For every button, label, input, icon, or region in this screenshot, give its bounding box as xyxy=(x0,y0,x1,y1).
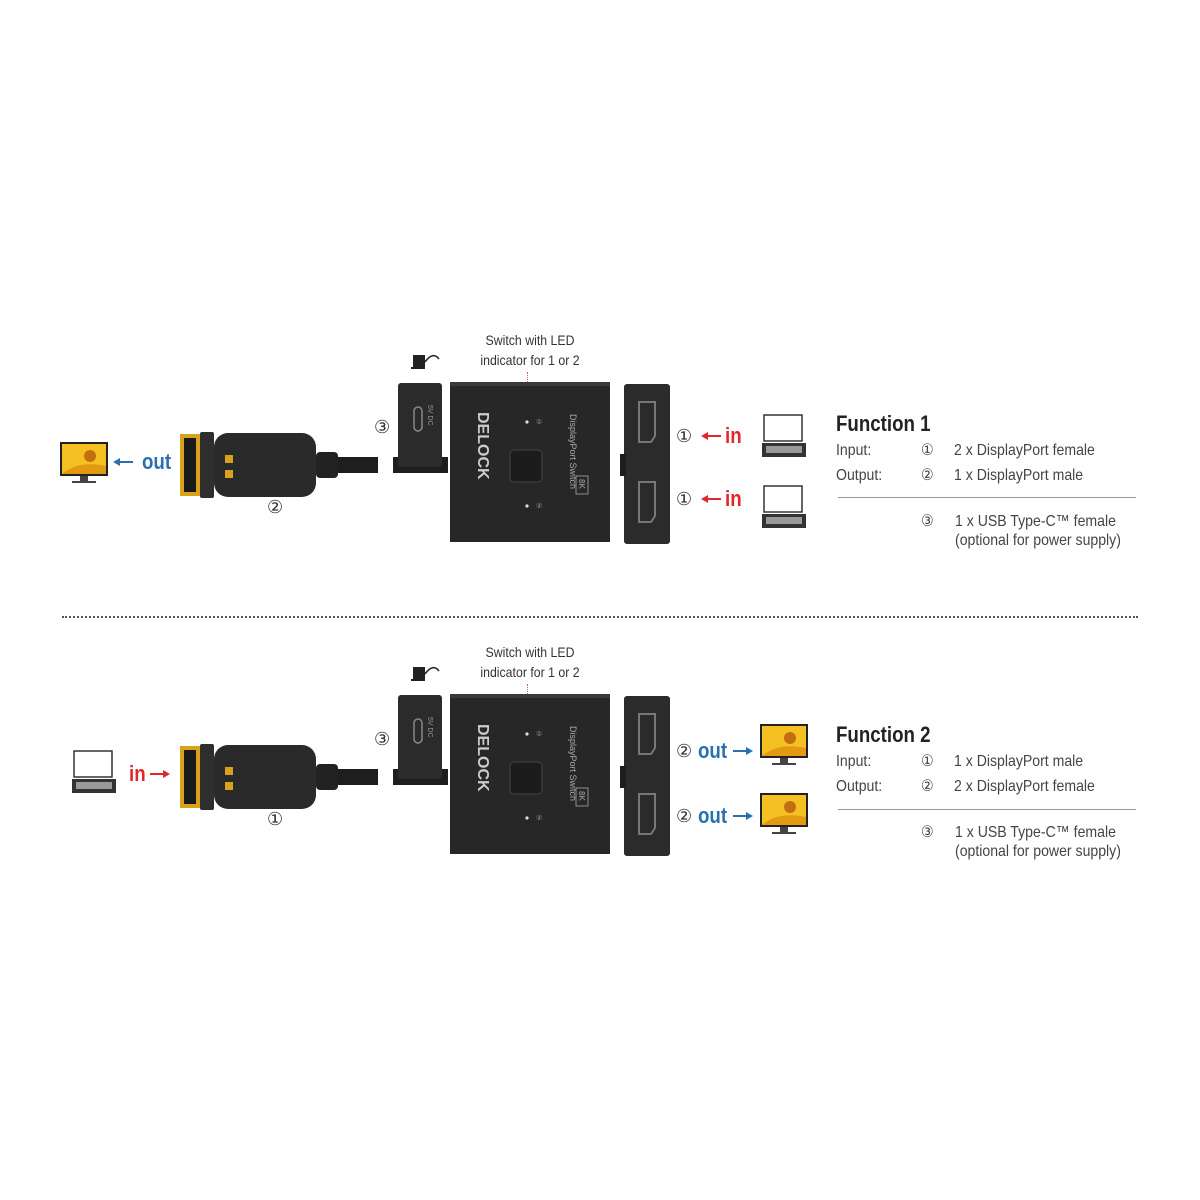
plug-marker: ① xyxy=(267,809,284,829)
port-marker-1: ① xyxy=(676,426,693,446)
power-plug-icon xyxy=(411,354,440,369)
usb-spec-line-2: (optional for power supply) xyxy=(955,843,1121,860)
svg-text:②: ② xyxy=(536,814,542,822)
left-direction-label: in xyxy=(129,761,146,786)
usb-voltage-label: 5V DC xyxy=(426,405,433,426)
arrow-left-icon xyxy=(701,495,721,503)
svg-text:①: ① xyxy=(536,418,542,426)
usb-spec-marker: ③ xyxy=(921,513,934,530)
displayport-switch-body: ① ② DELOCK DisplayPort Switch 8K xyxy=(450,694,610,854)
port-direction-label-1: out xyxy=(698,738,728,763)
switch-caption: Switch with LED indicator for 1 or 2 xyxy=(460,642,601,682)
section-divider xyxy=(62,616,1138,618)
port-direction-label-1: in xyxy=(725,423,742,448)
usb-spec-line-1: 1 x USB Type-C™ female xyxy=(955,513,1116,530)
arrow-left-icon xyxy=(701,432,721,440)
usb-marker: ③ xyxy=(374,729,391,749)
resolution-badge: 8K xyxy=(577,791,586,801)
brand-logo: DELOCK xyxy=(474,724,491,792)
output-label: Output: xyxy=(836,778,883,795)
usb-c-port-module: 5V DC xyxy=(398,383,442,467)
left-direction-label: out xyxy=(142,449,172,474)
port-marker-2: ② xyxy=(676,806,693,826)
input-label: Input: xyxy=(836,442,872,459)
resolution-badge: 8K xyxy=(577,479,586,489)
monitor-icon xyxy=(760,724,808,765)
laptop-icon xyxy=(72,750,116,793)
brand-logo: DELOCK xyxy=(474,412,491,480)
port-marker-2: ① xyxy=(676,489,693,509)
spec-separator xyxy=(838,809,1136,810)
monitor-icon xyxy=(760,793,808,834)
svg-text:②: ② xyxy=(536,502,542,510)
input-marker: ① xyxy=(921,442,934,459)
input-value: 1 x DisplayPort male xyxy=(954,753,1084,770)
usb-c-port-module: 5V DC xyxy=(398,695,442,779)
function-2-section: Switch with LED indicator for 1 or 2 in … xyxy=(0,637,1200,927)
usb-spec-line-2: (optional for power supply) xyxy=(955,532,1121,549)
output-value: 1 x DisplayPort male xyxy=(954,467,1084,484)
caption-line-2: indicator for 1 or 2 xyxy=(480,664,580,680)
caption-line-1: Switch with LED xyxy=(485,332,575,348)
function-title: Function 1 xyxy=(836,411,931,436)
usb-marker: ③ xyxy=(374,417,391,437)
output-marker: ② xyxy=(921,467,934,484)
laptop-icon xyxy=(762,414,806,457)
port-direction-label-2: out xyxy=(698,803,728,828)
input-label: Input: xyxy=(836,753,872,770)
displayport-male-plug xyxy=(180,744,448,810)
caption-line-1: Switch with LED xyxy=(485,644,575,660)
power-plug-icon xyxy=(411,666,440,681)
port-marker-1: ② xyxy=(676,741,693,761)
usb-voltage-label: 5V DC xyxy=(426,717,433,738)
port-direction-label-2: in xyxy=(725,486,742,511)
spec-separator xyxy=(838,497,1136,498)
arrow-left-icon xyxy=(113,458,133,466)
input-marker: ① xyxy=(921,753,934,770)
caption-line-2: indicator for 1 or 2 xyxy=(480,352,580,368)
laptop-icon xyxy=(762,485,806,528)
input-value: 2 x DisplayPort female xyxy=(954,442,1095,459)
displayport-female-ports xyxy=(620,384,670,544)
displayport-male-plug xyxy=(180,432,448,498)
usb-spec-line-1: 1 x USB Type-C™ female xyxy=(955,824,1116,841)
svg-text:①: ① xyxy=(536,730,542,738)
displayport-female-ports xyxy=(620,696,670,856)
function-1-section: Switch with LED indicator for 1 or 2 out… xyxy=(0,325,1200,615)
output-marker: ② xyxy=(921,778,934,795)
output-label: Output: xyxy=(836,467,883,484)
model-label: DisplayPort Switch xyxy=(568,726,578,801)
output-value: 2 x DisplayPort female xyxy=(954,778,1095,795)
plug-marker: ② xyxy=(267,497,284,517)
monitor-icon xyxy=(60,442,108,483)
function-title: Function 2 xyxy=(836,722,931,747)
arrow-right-icon xyxy=(733,747,753,755)
arrow-right-icon xyxy=(150,770,170,778)
displayport-switch-body: ① ② DELOCK DisplayPort Switch 8K xyxy=(450,382,610,542)
switch-caption: Switch with LED indicator for 1 or 2 xyxy=(460,330,601,370)
usb-spec-marker: ③ xyxy=(921,824,934,841)
model-label: DisplayPort Switch xyxy=(568,414,578,489)
arrow-right-icon xyxy=(733,812,753,820)
